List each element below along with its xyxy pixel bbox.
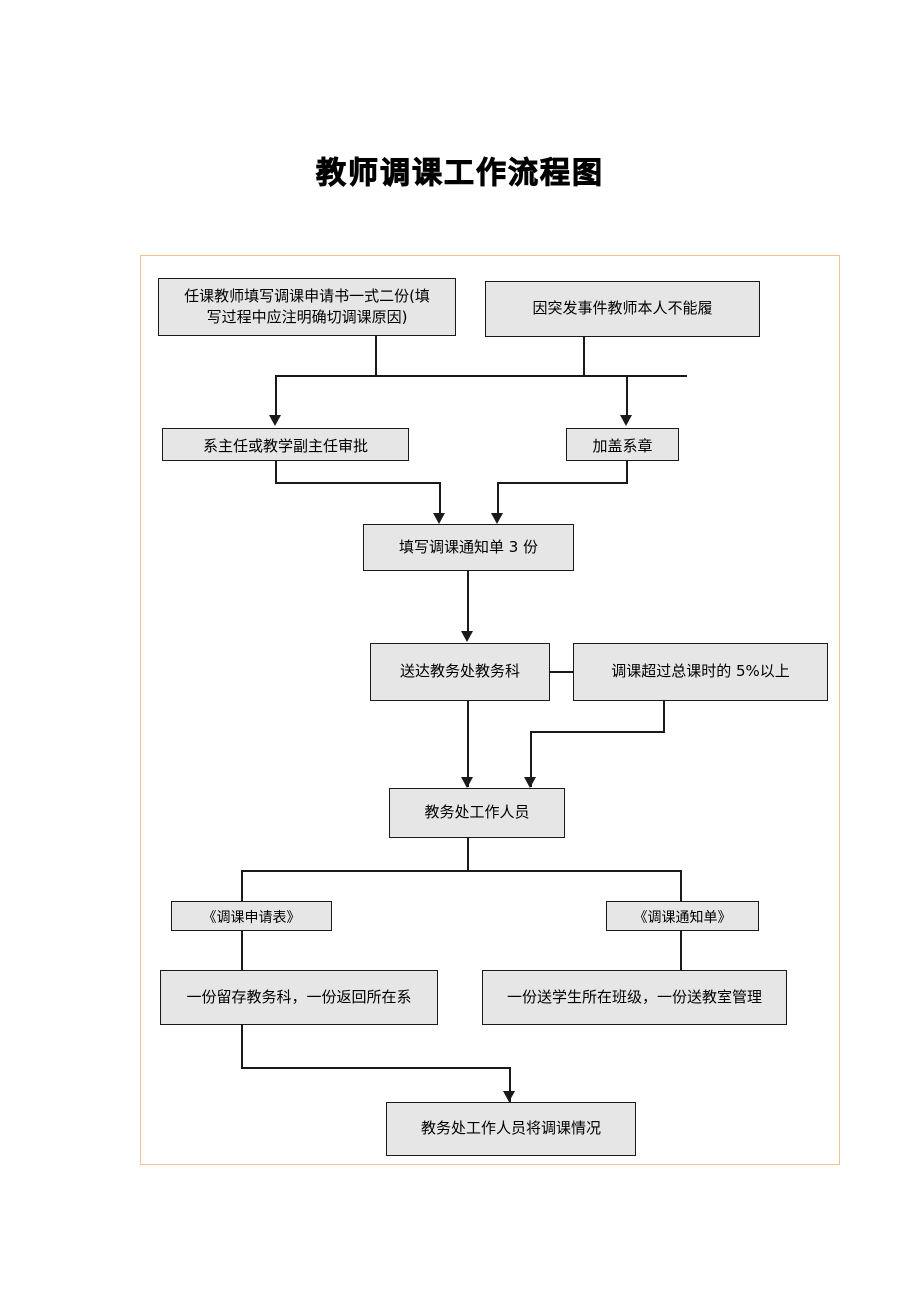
- arrowhead-n5-n6: [461, 631, 473, 642]
- arrowhead-n4-n5: [491, 513, 503, 524]
- node-deliver-to-academic-office: 送达教务处教务科: [370, 643, 550, 701]
- edge-n9-n11: [241, 931, 243, 970]
- edge-n3-down: [275, 461, 277, 483]
- node-emergency-absence: 因突发事件教师本人不能履: [485, 281, 760, 337]
- node-label: 一份送学生所在班级，一份送教室管理: [506, 987, 762, 1006]
- diagram-frame: [140, 255, 840, 1165]
- edge-split-bar-top: [275, 375, 687, 377]
- arrowhead-to-n3: [269, 415, 281, 426]
- node-label: 《调课通知单》: [633, 910, 732, 926]
- edge-n1-down: [375, 336, 377, 376]
- node-label: 调课超过总课时的 5%以上: [611, 662, 790, 681]
- edge-n5-n6: [467, 571, 469, 633]
- node-label: 一份留存教务科，一份返回所在系: [186, 987, 412, 1006]
- edge-n11-down: [241, 1025, 243, 1068]
- arrowhead-n7-n8: [524, 777, 536, 788]
- page-title: 教师调课工作流程图: [316, 156, 604, 192]
- edge-n4-into-n5: [497, 482, 499, 515]
- node-department-seal: 加盖系章: [566, 428, 679, 461]
- node-record-change-situation: 教务处工作人员将调课情况: [386, 1102, 636, 1156]
- arrowhead-n6-n8: [461, 777, 473, 788]
- edge-to-n10: [680, 870, 682, 901]
- edge-n3-into-n5: [439, 482, 441, 515]
- edge-merge-bar: [241, 1067, 511, 1069]
- node-teacher-application: 任课教师填写调课申请书一式二份(填写过程中应注明确切调课原因): [158, 278, 456, 336]
- edge-n7-into-n8: [530, 731, 532, 787]
- arrowhead-merge-n13: [503, 1091, 515, 1102]
- node-label: 因突发事件教师本人不能履: [532, 299, 713, 318]
- node-office-staff: 教务处工作人员: [389, 788, 565, 838]
- edge-to-n4: [626, 375, 628, 417]
- node-fill-notice-3-copies: 填写调课通知单 3 份: [363, 524, 574, 571]
- node-copy-distribution-department: 一份留存教务科，一份返回所在系: [160, 970, 438, 1025]
- edge-merge-into-n13: [509, 1067, 511, 1102]
- arrowhead-to-n4: [620, 415, 632, 426]
- node-label: 系主任或教学副主任审批: [202, 437, 368, 455]
- edge-n10-n12: [680, 931, 682, 970]
- edge-n4-elbow: [497, 482, 628, 484]
- node-label: 填写调课通知单 3 份: [398, 537, 539, 556]
- node-label: 加盖系章: [592, 437, 653, 455]
- node-department-approval: 系主任或教学副主任审批: [162, 428, 409, 461]
- node-over-five-percent: 调课超过总课时的 5%以上: [573, 643, 828, 701]
- edge-n7-down: [663, 701, 665, 732]
- edge-n3-elbow: [275, 482, 440, 484]
- node-application-form: 《调课申请表》: [171, 901, 332, 931]
- node-label: 任课教师填写调课申请书一式二份(填写过程中应注明确切调课原因): [184, 286, 430, 326]
- edge-n7-elbow: [530, 731, 665, 733]
- edge-to-n9: [241, 870, 243, 901]
- edge-n6-n8: [467, 701, 469, 787]
- node-label: 送达教务处教务科: [399, 662, 520, 681]
- arrowhead-n3-n5: [433, 513, 445, 524]
- edge-split-bar-bottom: [241, 870, 681, 872]
- node-label: 教务处工作人员: [424, 803, 530, 822]
- edge-n8-down: [467, 838, 469, 871]
- edge-n6-n7: [550, 671, 574, 673]
- edge-n2-down: [583, 337, 585, 376]
- node-copy-distribution-class: 一份送学生所在班级，一份送教室管理: [482, 970, 787, 1025]
- node-notice-form: 《调课通知单》: [606, 901, 759, 931]
- node-label: 《调课申请表》: [202, 910, 301, 926]
- node-label: 教务处工作人员将调课情况: [420, 1119, 601, 1138]
- edge-n4-down: [626, 461, 628, 483]
- edge-to-n3: [275, 375, 277, 417]
